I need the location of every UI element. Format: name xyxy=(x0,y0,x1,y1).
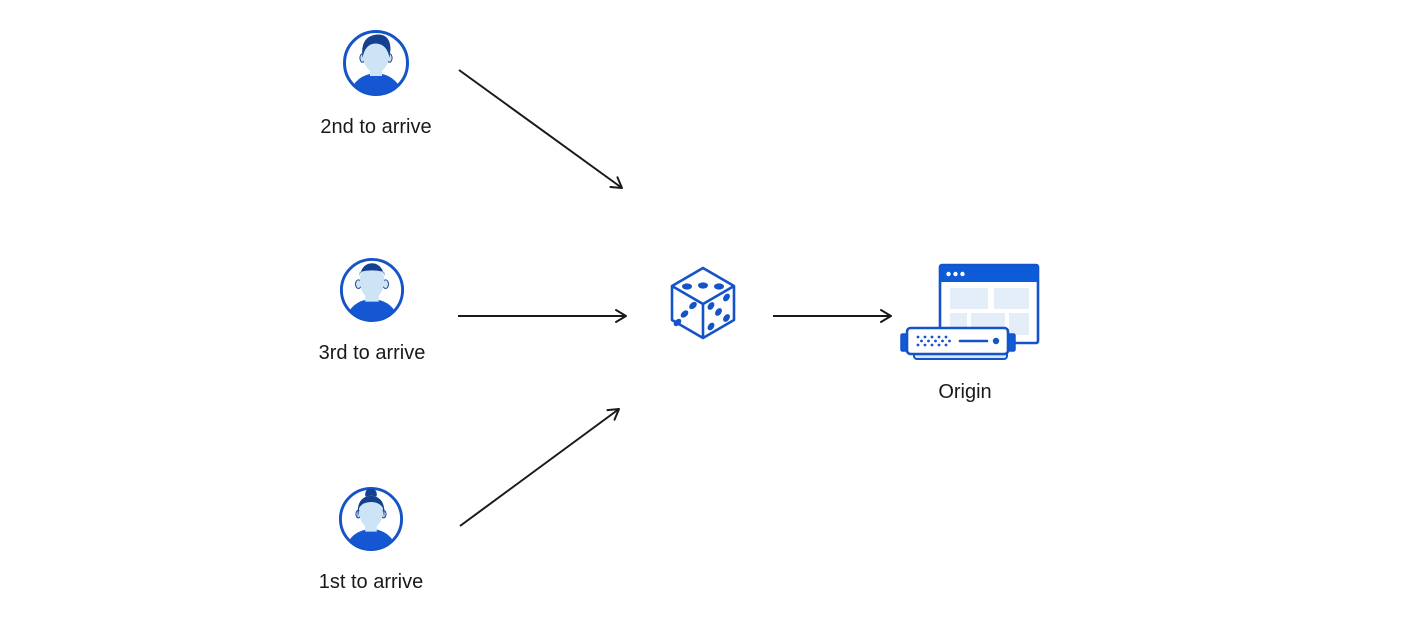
node-visitor-third: 3rd to arrive xyxy=(287,257,457,364)
browser-window xyxy=(938,263,1039,345)
female-avatar-icon xyxy=(338,486,404,552)
face xyxy=(363,37,389,72)
node-origin: Origin xyxy=(885,262,1045,403)
visitor-first-label: 1st to arrive xyxy=(318,571,424,593)
visitor-third-label: 3rd to arrive xyxy=(318,342,426,364)
hair xyxy=(359,263,385,277)
server-vents xyxy=(916,335,951,347)
dice-icon xyxy=(670,266,736,340)
face xyxy=(359,264,385,298)
server xyxy=(899,326,1016,360)
dice-pips xyxy=(673,282,730,331)
node-dice xyxy=(668,262,738,346)
face xyxy=(359,495,383,528)
hair xyxy=(357,495,385,519)
origin-label: Origin xyxy=(938,381,992,403)
hair xyxy=(362,34,391,58)
male-avatar-icon xyxy=(343,30,409,96)
arrow-visitor-second-to-dice xyxy=(458,69,623,189)
male-avatar-2-icon xyxy=(339,257,405,323)
node-visitor-second: 2nd to arrive xyxy=(291,29,461,138)
arrow-visitor-first-to-dice xyxy=(459,408,620,527)
origin-server-icon xyxy=(899,263,1039,360)
visitor-second-label: 2nd to arrive xyxy=(320,116,432,138)
node-visitor-first: 1st to arrive xyxy=(286,486,456,593)
